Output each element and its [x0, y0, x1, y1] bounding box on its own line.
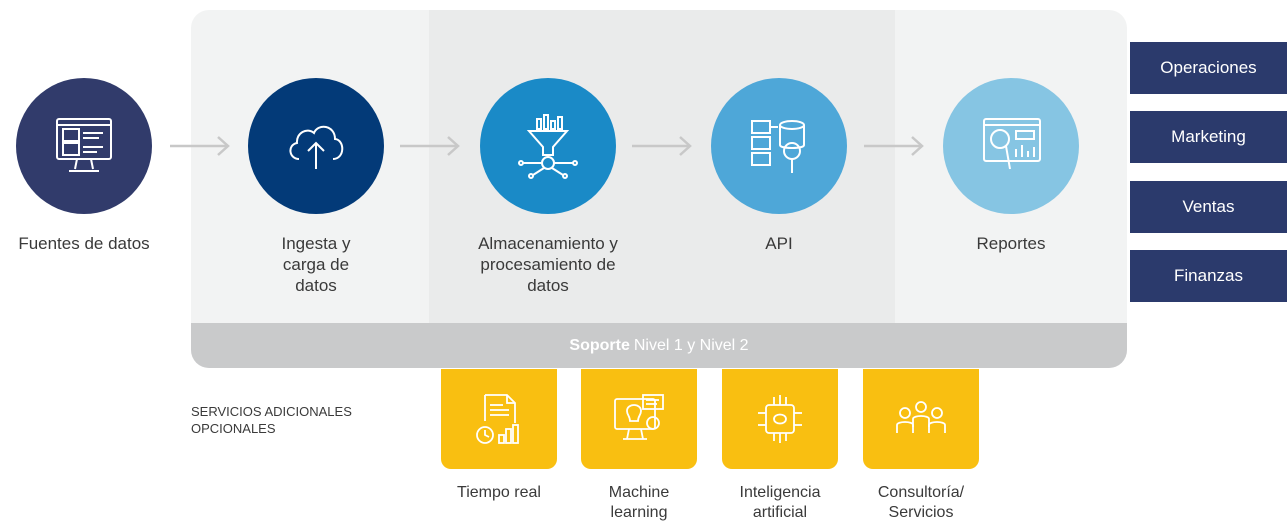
flow-arrow — [632, 136, 692, 156]
stage-label-ingesta: Ingesta y carga de datos — [281, 234, 351, 295]
dept-operaciones: Operaciones — [1130, 42, 1287, 94]
realtime-document-icon — [441, 369, 557, 469]
support-text: Nivel 1 y Nivel 2 — [633, 336, 749, 354]
stage-label-almacenamiento: Almacenamiento y procesamiento de datos — [478, 234, 618, 295]
stage-label-reportes: Reportes — [976, 234, 1046, 253]
services-title: SERVICIOS ADICIONALES OPCIONALES — [191, 404, 352, 436]
ai-chip-icon — [722, 369, 838, 469]
service-label-ia: Inteligencia artificial — [739, 484, 821, 521]
service-label-machine-learning: Machine learning — [608, 484, 670, 521]
data-funnel-icon — [480, 78, 616, 214]
monitor-folders-icon — [16, 78, 152, 214]
flow-arrow — [400, 136, 460, 156]
flow-arrow — [170, 136, 230, 156]
dept-marketing: Marketing — [1130, 111, 1287, 163]
machine-learning-icon — [581, 369, 697, 469]
service-label-tiempo-real: Tiempo real — [457, 484, 541, 501]
support-bar: Soporte Nivel 1 y Nivel 2 — [191, 323, 1127, 368]
service-label-consultoria: Consultoría/ Servicios — [877, 484, 965, 521]
consulting-team-icon — [863, 369, 979, 469]
dashboard-magnifier-icon — [943, 78, 1079, 214]
flow-arrow — [864, 136, 924, 156]
stage-label-api: API — [765, 234, 793, 253]
database-search-icon — [711, 78, 847, 214]
stage-label-fuentes: Fuentes de datos — [18, 234, 150, 253]
support-bold: Soporte — [569, 336, 630, 354]
dept-finanzas: Finanzas — [1130, 250, 1287, 302]
dept-ventas: Ventas — [1130, 181, 1287, 233]
cloud-upload-icon — [248, 78, 384, 214]
